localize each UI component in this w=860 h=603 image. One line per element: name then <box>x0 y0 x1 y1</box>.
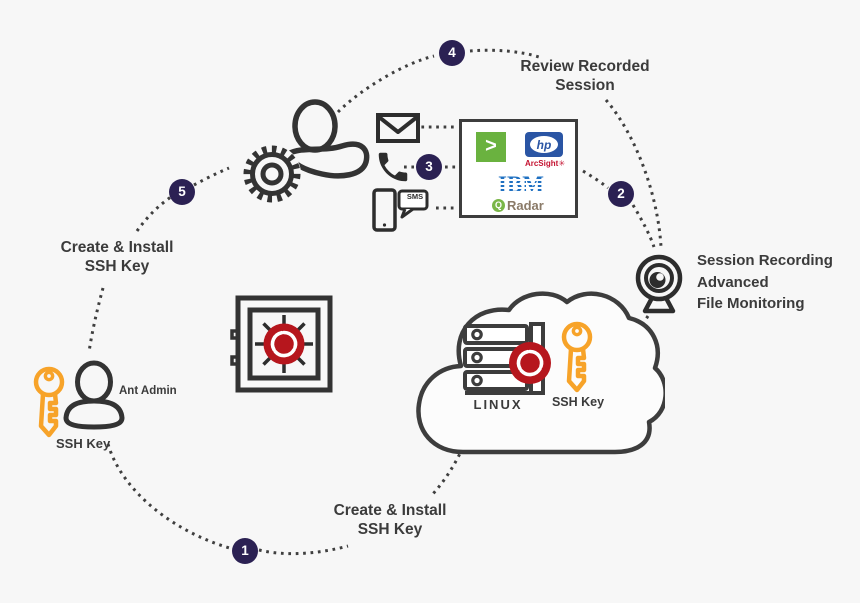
sms-bubble-icon <box>397 189 429 219</box>
connector-review-to-webcam <box>604 99 663 248</box>
monitor-line1: Session Recording <box>697 252 833 269</box>
ssh-key-cloud-icon <box>561 321 593 393</box>
gear-person-icon <box>243 99 370 203</box>
hp-logo: hp <box>525 132 563 157</box>
create-install-left-label: Create & Install SSH Key <box>32 238 202 276</box>
step-badge-1: 1 <box>232 538 258 564</box>
webcam-icon <box>635 254 683 314</box>
ibm-stripe <box>493 187 549 189</box>
step-badge-2: 2 <box>608 181 634 207</box>
qradar-logo: Q Radar <box>492 198 552 213</box>
gear-icon <box>243 145 301 203</box>
sms-phone-icon <box>372 188 429 232</box>
siem-tools-box: > hp ArcSight✳ IBM Q Radar <box>459 119 578 218</box>
connector-step5-to-gear <box>193 166 230 187</box>
phone-handset-icon <box>378 152 408 182</box>
step-badge-5: 5 <box>169 179 195 205</box>
arcsight-mark-icon: ✳ <box>558 159 566 168</box>
ibm-stripe <box>493 183 549 185</box>
connector-step1-to-bottom-label <box>258 544 349 556</box>
arcsight-text: ArcSight <box>524 159 559 168</box>
vault-icon <box>230 295 333 393</box>
hpe-logo: > <box>476 132 506 162</box>
review-line1: Review Recorded <box>520 58 650 75</box>
ssh-key-person-label: SSH Key <box>56 436 111 451</box>
ssh-key-cloud-label: SSH Key <box>551 395 605 409</box>
ssh-key-person-icon <box>33 366 65 438</box>
create-left-line2: SSH Key <box>84 258 150 275</box>
ibm-logo: IBM <box>493 173 549 196</box>
vault-wheel-icon <box>255 315 313 373</box>
sms-label: SMS <box>406 192 424 201</box>
arcsight-logo: ArcSight✳ <box>520 159 570 168</box>
connector-leftlabel-to-person <box>87 287 105 353</box>
monitor-line3: File Monitoring <box>697 295 805 312</box>
review-line2: Session <box>555 77 615 94</box>
connector-step2-to-webcam <box>631 204 656 248</box>
review-recorded-session-label: Review Recorded Session <box>500 57 670 95</box>
connector-step4-to-review <box>469 48 540 59</box>
step-badge-3: 3 <box>416 154 442 180</box>
create-left-line1: Create & Install <box>60 239 174 256</box>
connector-cloud-to-bottom-label <box>429 440 468 498</box>
qradar-text: Radar <box>507 198 544 213</box>
hp-logo-text: hp <box>536 138 552 152</box>
red-swirl-logo <box>270 330 298 358</box>
qradar-q-icon: Q <box>492 199 505 212</box>
create-bottom-line1: Create & Install <box>333 502 447 519</box>
create-bottom-line2: SSH Key <box>357 521 423 538</box>
ant-admin-label: Ant Admin <box>119 385 177 397</box>
monitor-line2: Advanced <box>697 273 769 291</box>
connector-box-to-step2 <box>582 169 609 190</box>
linux-label: LINUX <box>473 397 523 412</box>
ibm-stripe <box>493 191 549 193</box>
step-badge-4: 4 <box>439 40 465 66</box>
envelope-icon <box>376 113 420 143</box>
connector-person-to-step1 <box>106 443 234 551</box>
ant-admin-person-icon <box>63 360 125 430</box>
create-install-bottom-label: Create & Install SSH Key <box>305 501 475 539</box>
red-swirl-logo-cloud <box>509 342 551 384</box>
connector-leftlabel-to-step5 <box>135 195 172 232</box>
ibm-stripe <box>493 179 549 181</box>
hp-logo-circle: hp <box>530 136 558 153</box>
monitoring-label: Session Recording Advanced File Monitori… <box>697 250 857 315</box>
